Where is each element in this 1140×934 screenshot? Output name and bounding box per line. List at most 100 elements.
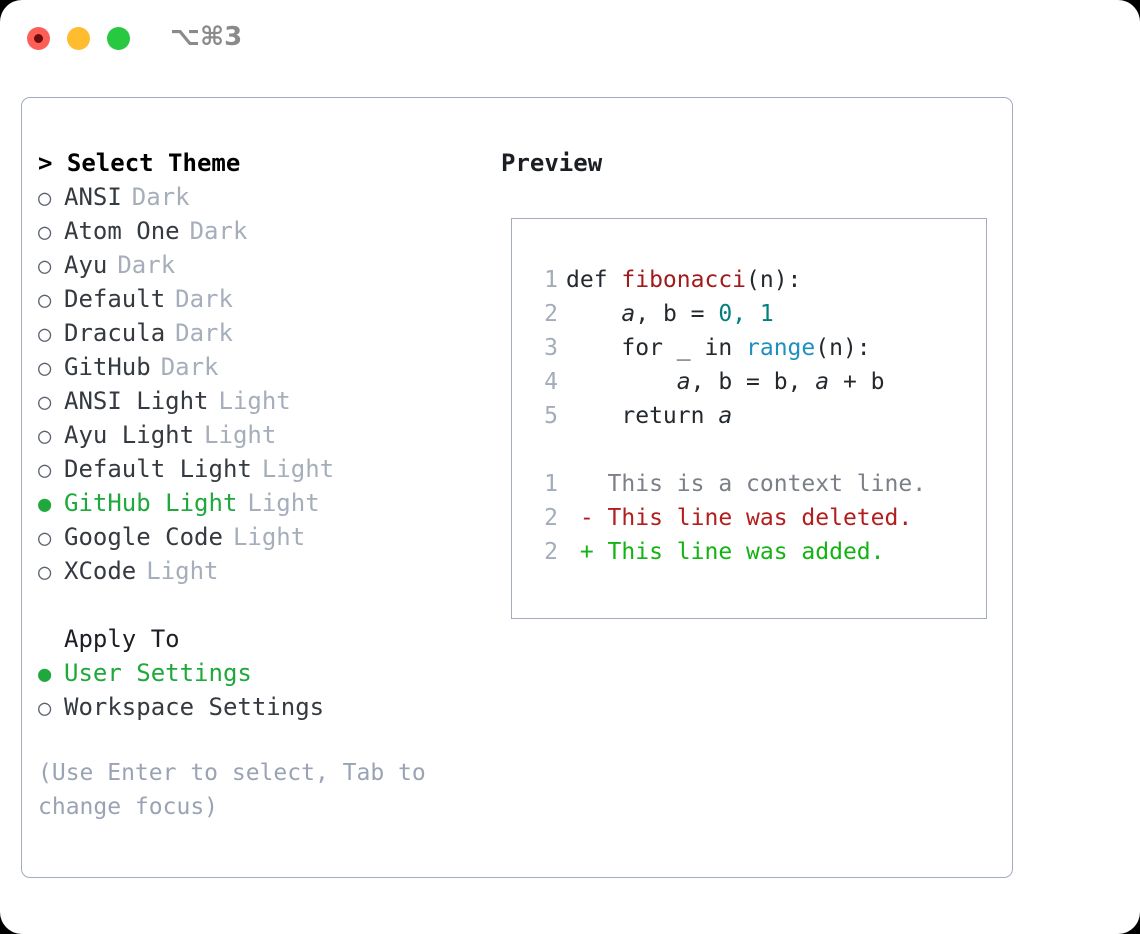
code-token: [566, 369, 677, 395]
code-token: a: [621, 301, 636, 327]
apply-to-item[interactable]: ●User Settings: [38, 656, 478, 690]
theme-list-item[interactable]: ○ Ayu Light Light: [38, 418, 478, 452]
theme-kind-badge: Light: [232, 523, 306, 551]
preview-header: Preview: [501, 149, 603, 177]
radio-selected-icon[interactable]: ●: [38, 662, 52, 687]
radio-unselected-icon[interactable]: ○: [38, 186, 52, 211]
radio-unselected-icon[interactable]: ○: [38, 696, 52, 721]
theme-list-item[interactable]: ● GitHub Light Light: [38, 486, 478, 520]
radio-unselected-icon[interactable]: ○: [38, 322, 52, 347]
radio-unselected-icon[interactable]: ○: [38, 288, 52, 313]
theme-name: Ayu: [64, 251, 108, 279]
code-token: 0, 1: [718, 301, 774, 327]
theme-kind-badge: Dark: [189, 217, 248, 245]
theme-list-item[interactable]: ○ XCode Light: [38, 554, 478, 588]
minimize-button-icon[interactable]: [67, 27, 90, 50]
code-token: a: [718, 403, 733, 429]
radio-unselected-icon[interactable]: ○: [38, 458, 52, 483]
radio-unselected-icon[interactable]: ○: [38, 220, 52, 245]
theme-kind-badge: Dark: [117, 251, 176, 279]
diff-sample: 1 This is a context line.2 - This line w…: [532, 467, 986, 569]
code-token: for _ in: [566, 335, 747, 361]
radio-selected-icon[interactable]: ●: [38, 492, 52, 517]
keyboard-hint: (Use Enter to select, Tab to change focu…: [38, 756, 438, 824]
line-number: 5: [544, 403, 558, 429]
theme-kind-badge: Light: [247, 489, 320, 517]
theme-name: Ayu Light: [64, 421, 195, 449]
theme-kind-badge: Light: [204, 421, 277, 449]
code-line: 3 for _ in range(n):: [532, 331, 986, 365]
theme-name: XCode: [64, 557, 137, 585]
code-line: 2 a, b = 0, 1: [532, 297, 986, 331]
code-token: a: [815, 369, 830, 395]
apply-to-item[interactable]: ○ Workspace Settings: [38, 690, 478, 724]
radio-unselected-icon[interactable]: ○: [38, 424, 52, 449]
theme-name: Default Light: [64, 455, 252, 483]
diff-line: 2 - This line was deleted.: [532, 501, 986, 535]
code-token: (n):: [815, 335, 871, 361]
radio-unselected-icon[interactable]: ○: [38, 560, 52, 585]
theme-list-item[interactable]: ○ Default Light Light: [38, 452, 478, 486]
keyboard-shortcut-label: ⌥⌘3: [170, 22, 243, 52]
theme-list-item[interactable]: ○ GitHub Dark: [38, 350, 478, 384]
keyboard-hint-line-1: (Use Enter to select, Tab to: [38, 760, 426, 786]
apply-to-list[interactable]: ●User Settings ○ Workspace Settings: [38, 656, 478, 724]
theme-list-item[interactable]: ○ Google Code Light: [38, 520, 478, 554]
line-number: 2: [544, 539, 558, 565]
diff-marker: +: [566, 539, 594, 565]
line-number: 3: [544, 335, 558, 361]
apply-to-label: Workspace Settings: [64, 693, 325, 721]
diff-text: This is a context line.: [593, 471, 927, 497]
diff-text: This line was deleted.: [593, 505, 913, 531]
theme-name: GitHub: [64, 353, 151, 381]
radio-unselected-icon[interactable]: ○: [38, 526, 52, 551]
theme-kind-badge: Light: [218, 387, 291, 415]
code-token: return: [566, 403, 719, 429]
code-token: a: [676, 369, 691, 395]
theme-kind-badge: Dark: [160, 353, 219, 381]
theme-kind-badge: Dark: [175, 319, 233, 347]
radio-unselected-icon[interactable]: ○: [38, 390, 52, 415]
theme-name: GitHub Light: [64, 489, 238, 517]
theme-kind-badge: Light: [146, 557, 219, 585]
theme-name: Atom One: [64, 217, 180, 245]
theme-list-item[interactable]: ○ Ayu Dark: [38, 248, 478, 282]
theme-kind-badge: Light: [261, 455, 335, 483]
diff-line: 1 This is a context line.: [532, 467, 986, 501]
code-token: , b =: [635, 301, 719, 327]
code-token: , b = b,: [690, 369, 816, 395]
theme-picker-header: > Select Theme: [38, 149, 241, 177]
diff-marker: [566, 471, 594, 497]
radio-unselected-icon[interactable]: ○: [38, 356, 52, 381]
theme-list-item[interactable]: ○ Dracula Dark: [38, 316, 478, 350]
line-number: 1: [544, 267, 558, 293]
spacer: [532, 433, 986, 467]
theme-name: Dracula: [64, 319, 166, 347]
diff-line: 2 + This line was added.: [532, 535, 986, 569]
code-line: 4 a, b = b, a + b: [532, 365, 986, 399]
code-token: (n):: [746, 267, 802, 293]
theme-list-item[interactable]: ○ Atom One Dark: [38, 214, 478, 248]
title-bar: ⌥⌘3: [0, 0, 1140, 76]
diff-marker: -: [566, 505, 594, 531]
radio-unselected-icon[interactable]: ○: [38, 254, 52, 279]
spacer: [38, 588, 478, 622]
theme-name: ANSI: [64, 183, 122, 211]
theme-name: Google Code: [64, 523, 223, 551]
code-token: fibonacci: [621, 267, 747, 293]
theme-kind-badge: Dark: [175, 285, 233, 313]
close-button-icon[interactable]: [27, 27, 50, 50]
maximize-button-icon[interactable]: [107, 27, 130, 50]
apply-to-header: Apply To: [64, 625, 180, 653]
code-token: + b: [829, 369, 885, 395]
line-number: 1: [544, 471, 558, 497]
